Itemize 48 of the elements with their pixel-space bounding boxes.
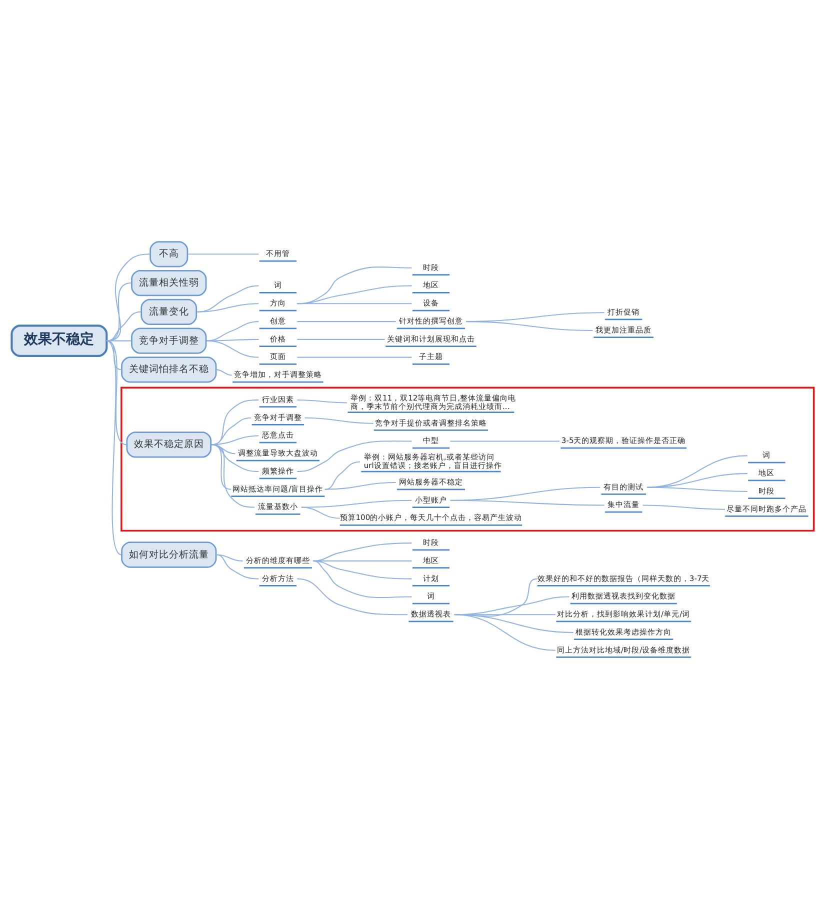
- connector: [312, 542, 412, 561]
- connector: [216, 554, 259, 579]
- connector: [466, 320, 593, 330]
- node-box: 关键词怕排名不稳: [121, 356, 217, 382]
- node-box: 流量变化: [140, 298, 198, 324]
- connector: [312, 560, 412, 598]
- connector: [450, 486, 600, 500]
- connector: [454, 614, 556, 650]
- connector: [197, 284, 259, 312]
- connector: [297, 440, 412, 472]
- connector: [106, 282, 132, 341]
- connector: [212, 444, 236, 454]
- connector: [642, 504, 726, 510]
- connector: [206, 320, 259, 341]
- node-box: 流量相关性弱: [131, 269, 207, 296]
- connector: [297, 284, 412, 304]
- node-box: 如何对比分析流量: [121, 541, 217, 568]
- connector: [297, 302, 412, 304]
- connector: [106, 253, 150, 341]
- connector: [211, 398, 259, 445]
- connector: [206, 340, 259, 358]
- connector: [212, 444, 259, 472]
- connector: [297, 356, 412, 358]
- connector: [188, 253, 259, 254]
- node-box: 竞争对手调整: [131, 327, 207, 354]
- connector: [304, 416, 374, 424]
- connector: [106, 310, 141, 341]
- connector: [297, 338, 385, 340]
- node-box: 效果不稳定原因: [126, 431, 212, 458]
- connector: [216, 368, 232, 376]
- connector: [297, 578, 408, 615]
- connector: [106, 340, 126, 445]
- connector: [324, 460, 360, 490]
- connector: [646, 472, 748, 488]
- connector: [646, 454, 748, 488]
- connector: [106, 340, 122, 555]
- connector: [324, 482, 396, 490]
- cluster: [120, 386, 815, 532]
- connector: [211, 444, 255, 508]
- node-box: 效果不稳定: [10, 324, 108, 356]
- connector: [297, 320, 396, 322]
- node-box: 不高: [150, 240, 188, 267]
- connector: [312, 560, 412, 579]
- connector: [197, 302, 259, 312]
- connector: [301, 499, 412, 508]
- connector: [297, 398, 348, 403]
- connector: [450, 440, 560, 442]
- connector: [297, 266, 412, 304]
